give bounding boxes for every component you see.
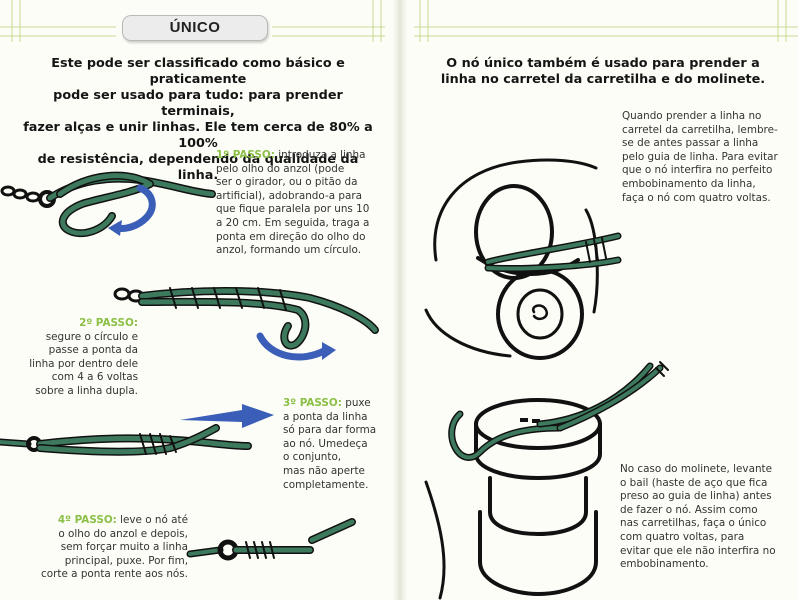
note-line: preso ao guia de linha) antes bbox=[620, 490, 772, 503]
heading-line: O nó único também é usado para prender a bbox=[446, 56, 760, 71]
step-line: pelo olho do anzol (pode bbox=[216, 162, 345, 175]
step-line: mas não aperte bbox=[283, 464, 365, 477]
step-line: com 4 a 6 voltas bbox=[51, 371, 138, 384]
step-line: a ponta da linha bbox=[283, 410, 368, 423]
step-line: ponta em direção do olho do bbox=[216, 230, 366, 243]
step-line: só para dar forma bbox=[283, 424, 377, 437]
step-3-label: 3º PASSO: bbox=[283, 397, 342, 409]
step-1-label: 1º PASSO: bbox=[216, 149, 275, 161]
step-line: ao nó. Umedeça bbox=[283, 437, 368, 450]
step-4-label: 4º PASSO: bbox=[57, 514, 117, 526]
note-line: embobinamento da linha, bbox=[622, 177, 756, 190]
step-line: sem forçar muito a linha bbox=[60, 541, 188, 554]
step-line: principal, puxe. Por fim, bbox=[64, 554, 188, 567]
note-line: Quando prender a linha no bbox=[622, 110, 762, 122]
step-3-illustration bbox=[0, 424, 252, 456]
step-line: completamente. bbox=[283, 478, 369, 491]
section-title: ÚNICO bbox=[122, 15, 268, 41]
step-line: linha por dentro dele bbox=[29, 357, 138, 370]
baitcaster-note: Quando prender a linha no carretel da ca… bbox=[622, 110, 794, 205]
note-line: nas carretilhas, faça o único bbox=[620, 517, 767, 530]
step-line: segure o círculo e bbox=[45, 330, 138, 343]
step-line: o olho do anzol e depois, bbox=[58, 527, 188, 540]
step-line: o conjunto, bbox=[283, 451, 342, 464]
step-1-text: 1º PASSO: introduza a linha pelo olho do… bbox=[216, 149, 386, 258]
intro-line: de resistência, dependendo da qualidade … bbox=[37, 152, 359, 183]
note-line: carretel da carretilha, lembre- bbox=[622, 123, 778, 136]
step-1-illustration bbox=[0, 171, 216, 238]
blue-direction-arrow-icon bbox=[112, 184, 156, 232]
step-line: introduza a linha bbox=[278, 149, 366, 161]
step-line: leve o nó até bbox=[120, 514, 188, 526]
note-line: de fazer o nó. Assim como bbox=[620, 503, 758, 516]
step-2-illustration bbox=[113, 287, 379, 361]
step-2-label: 2º PASSO: bbox=[79, 317, 138, 329]
hook-eye-chain-icon bbox=[0, 185, 56, 208]
step-line: ser o girador, ou o pitão da bbox=[216, 176, 358, 189]
book-gutter bbox=[393, 0, 407, 600]
note-line: o bail (haste de aço que fica bbox=[620, 476, 768, 489]
right-page bbox=[404, 0, 798, 600]
intro-paragraph: Este pode ser classificado como básico e… bbox=[20, 56, 376, 184]
blue-direction-arrow-icon bbox=[180, 404, 274, 428]
step-line: sobre a linha dupla. bbox=[35, 384, 138, 397]
step-line: puxe bbox=[345, 397, 371, 409]
step-line: anzol, formando um círculo. bbox=[216, 244, 362, 257]
note-line: se de antes passar a linha bbox=[622, 137, 759, 150]
note-line: faça o nó com quatro voltas. bbox=[622, 191, 771, 204]
step-3-text: 3º PASSO: puxe a ponta da linha só para … bbox=[283, 397, 387, 492]
step-line: que fique paralela por uns 10 bbox=[216, 203, 370, 216]
step-2-text: 2º PASSO: segure o círculo e passe a pon… bbox=[24, 317, 138, 399]
blue-direction-arrow-icon bbox=[256, 332, 330, 361]
note-line: com quatro voltas, para bbox=[620, 530, 745, 543]
step-4-illustration bbox=[186, 518, 356, 561]
right-heading: O nó único também é usado para prender a… bbox=[414, 56, 792, 88]
step-line: passe a ponta da bbox=[48, 344, 138, 357]
note-line: pelo guia de linha. Para evitar bbox=[622, 150, 778, 163]
spinning-reel-spool-icon bbox=[424, 361, 669, 600]
note-line: evitar que ele não interfira no bbox=[620, 544, 776, 557]
baitcaster-spool-icon bbox=[424, 158, 622, 360]
intro-line: Este pode ser classificado como básico e… bbox=[51, 56, 345, 87]
step-4-text: 4º PASSO: leve o nó até o olho do anzol … bbox=[22, 514, 188, 582]
intro-line: pode ser usado para tudo: para prender t… bbox=[53, 88, 343, 119]
heading-line: linha no carretel da carretilha e do mol… bbox=[440, 72, 766, 87]
step-line: corte a ponta rente aos nós. bbox=[41, 568, 188, 581]
note-line: que o nó interfira no perfeito bbox=[622, 164, 773, 177]
intro-line: fazer alças e unir linhas. Ele tem cerca… bbox=[23, 120, 373, 151]
note-line: embobinamento. bbox=[620, 558, 709, 571]
spinning-reel-note: No caso do molinete, levante o bail (has… bbox=[620, 463, 796, 572]
step-line: artificial), adobrando-a para bbox=[216, 189, 362, 202]
step-line: a 20 cm. Em seguida, traga a bbox=[216, 216, 370, 229]
note-line: No caso do molinete, levante bbox=[620, 463, 772, 475]
